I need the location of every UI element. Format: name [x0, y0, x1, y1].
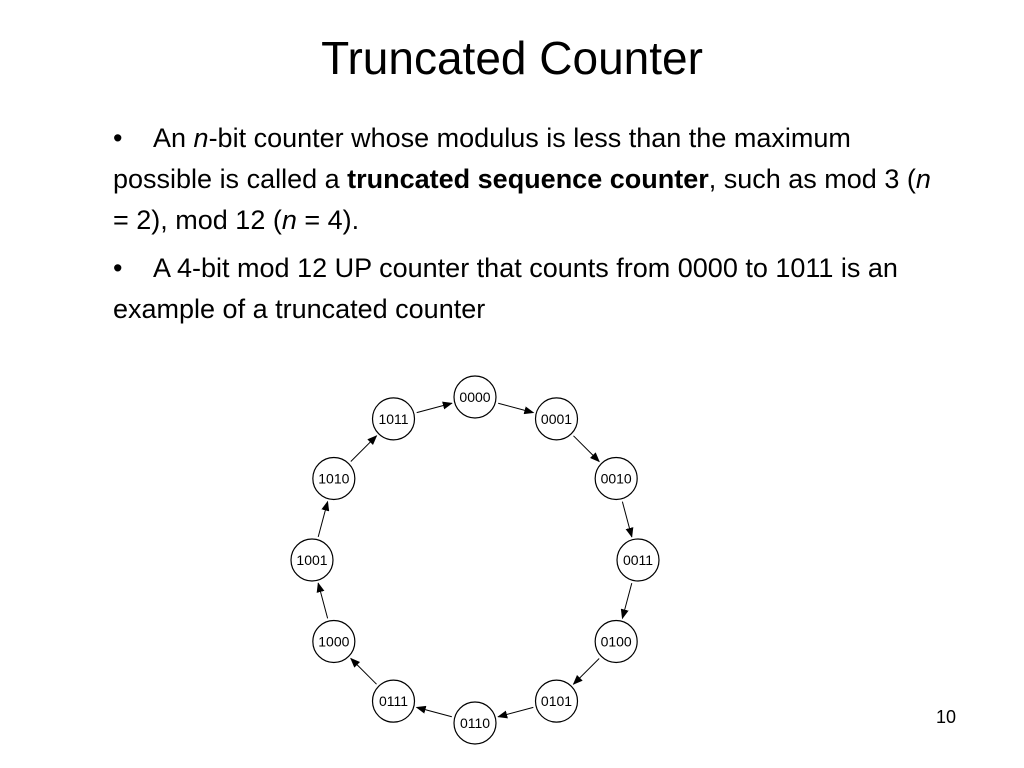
bullet-item: •A 4-bit mod 12 UP counter that counts f… [113, 248, 933, 330]
state-node-1010: 1010 [312, 456, 356, 501]
state-node-0001: 0001 [534, 397, 579, 441]
bullet-text: = 4). [296, 205, 360, 235]
transition-arrow-1000-1001 [316, 582, 329, 619]
state-label: 1000 [318, 634, 349, 650]
bullet-text: A 4-bit mod 12 UP counter that counts fr… [113, 253, 898, 324]
transition-arrow-0001-0010 [573, 435, 600, 463]
variable-n: n [193, 123, 209, 153]
variable-n: n [915, 164, 931, 194]
state-node-1000: 1000 [312, 619, 356, 664]
transition-arrow-1010-1011 [350, 435, 378, 462]
state-node-0011: 0011 [616, 538, 660, 582]
transition-arrow-0111-1000 [350, 657, 377, 685]
state-node-0000: 0000 [453, 375, 497, 419]
transition-arrow-0100-0101 [572, 658, 600, 685]
state-node-0100: 0100 [594, 619, 638, 664]
state-node-1011: 1011 [371, 397, 416, 441]
state-circle [453, 701, 497, 745]
state-label: 1011 [378, 411, 408, 427]
state-circle [616, 538, 660, 582]
slide-title: Truncated Counter [321, 32, 703, 84]
state-label: 0010 [601, 471, 632, 487]
state-label: 0000 [459, 389, 490, 405]
state-diagram: 0000 0001 0010 0011 0100 0101 0110 0111 1000 1001… [290, 375, 660, 745]
page-number: 10 [936, 707, 957, 727]
state-circle [312, 456, 356, 501]
transition-arrow-0010-0011 [621, 501, 634, 538]
state-circle [534, 679, 579, 723]
transition-arrow-0101-0110 [497, 706, 534, 719]
state-label: 0100 [601, 634, 632, 650]
state-circle [453, 375, 497, 419]
state-circle [290, 538, 334, 582]
state-circle [312, 619, 356, 664]
state-label: 0101 [541, 693, 572, 709]
transition-arrow-0110-0111 [415, 705, 452, 718]
bullet-list: •An n-bit counter whose modulus is less … [113, 118, 933, 337]
state-circle [371, 679, 416, 723]
bullet-item: •An n-bit counter whose modulus is less … [113, 118, 933, 241]
bullet-marker: • [113, 123, 123, 153]
state-label: 0111 [379, 693, 408, 709]
state-circle [594, 456, 638, 501]
bullet-text: = 2), mod 12 ( [113, 205, 282, 235]
state-node-0010: 0010 [594, 456, 638, 501]
state-circle [594, 619, 638, 664]
state-node-1001: 1001 [290, 538, 334, 582]
bullet-text: An [153, 123, 194, 153]
transition-arrow-1011-0000 [416, 401, 453, 414]
state-node-0110: 0110 [453, 701, 497, 745]
bold-term: truncated sequence counter [347, 164, 709, 194]
state-node-0111: 0111 [371, 679, 416, 723]
bullet-text: , such as mod 3 ( [708, 164, 916, 194]
transition-arrow-0011-0100 [620, 583, 633, 620]
state-label: 0011 [623, 552, 653, 568]
state-node-0101: 0101 [534, 679, 579, 723]
variable-n: n [281, 205, 297, 235]
state-circle [534, 397, 579, 441]
transition-arrow-1001-1010 [317, 500, 330, 537]
state-label: 0001 [541, 411, 572, 427]
state-circle [371, 397, 416, 441]
state-label: 0110 [460, 715, 490, 731]
state-label: 1001 [296, 552, 327, 568]
state-label: 1010 [318, 471, 349, 487]
bullet-text: -bit counter whose modulus is less than … [113, 123, 851, 194]
bullet-marker: • [113, 253, 123, 283]
transition-arrow-0000-0001 [498, 402, 535, 415]
